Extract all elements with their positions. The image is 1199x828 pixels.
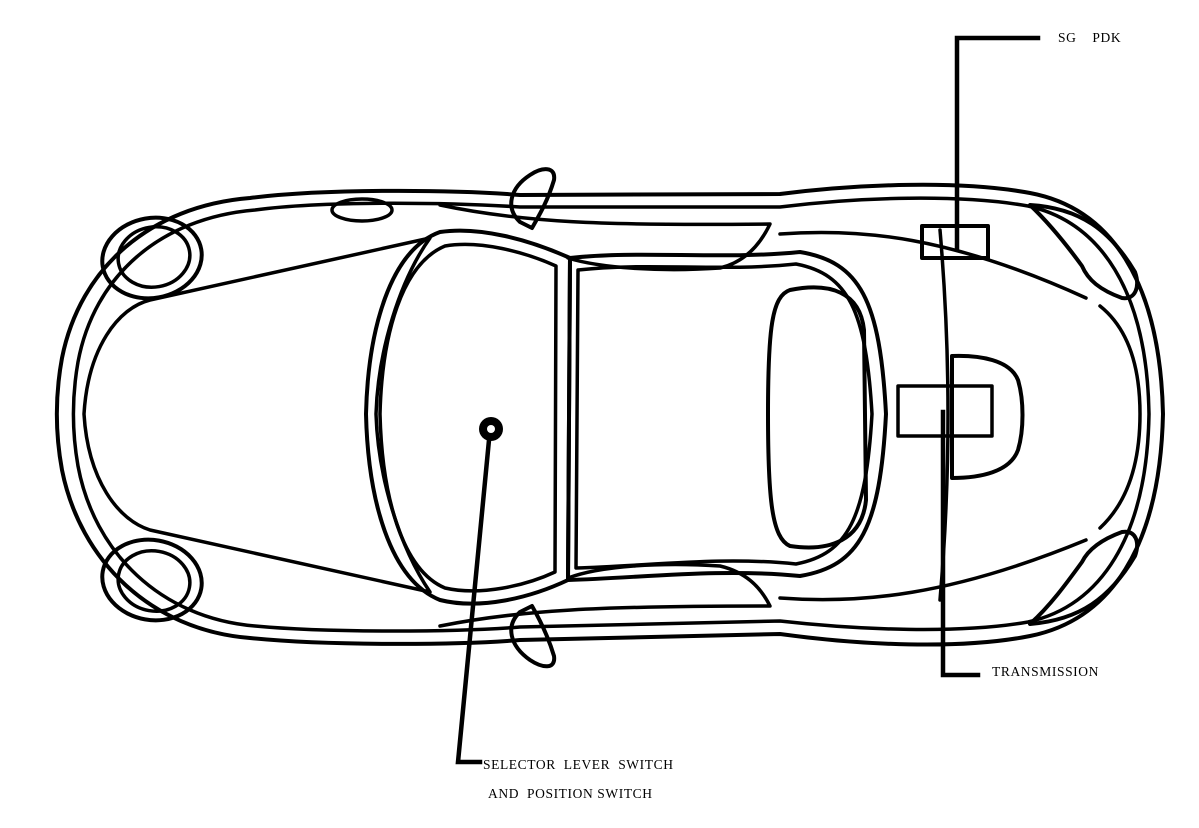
engine-cover [950,353,1025,480]
rear-window [766,285,868,550]
label-transmission: TRANSMISSION [992,664,1099,679]
label-selector-line2: AND POSITION SWITCH [488,786,653,801]
leader-line-control-unit [954,35,1041,251]
mirror-left [509,167,557,230]
car-body-outline [54,182,1165,647]
label-selector-line1: SELECTOR LEVER SWITCH [483,757,674,772]
leader-line-selector [455,437,492,765]
door-line-bottom [438,562,772,628]
rear-deck-line-bottom [778,538,1088,602]
label-control-unit: SG PDK [1058,30,1122,45]
car-body-inner-outline [71,196,1151,633]
headlight-left-inner [116,225,192,289]
rear-deck-line-top [778,230,1088,300]
roof-inner [574,262,874,570]
rear-bumper-curve [1098,304,1142,530]
windshield-inner [378,242,558,593]
fuel-cap [330,197,394,223]
leader-line-transmission [940,409,981,678]
roof-outline [566,250,888,582]
door-line-top [438,203,772,272]
selector-lever-knob-center [487,425,495,433]
taillight-right [1028,529,1140,626]
taillight-left [1028,203,1140,301]
headlight-right [100,537,204,623]
headlight-right-inner [116,549,192,613]
headlight-left [100,215,204,301]
mirror-right [509,604,557,669]
windshield-outline [364,228,572,606]
